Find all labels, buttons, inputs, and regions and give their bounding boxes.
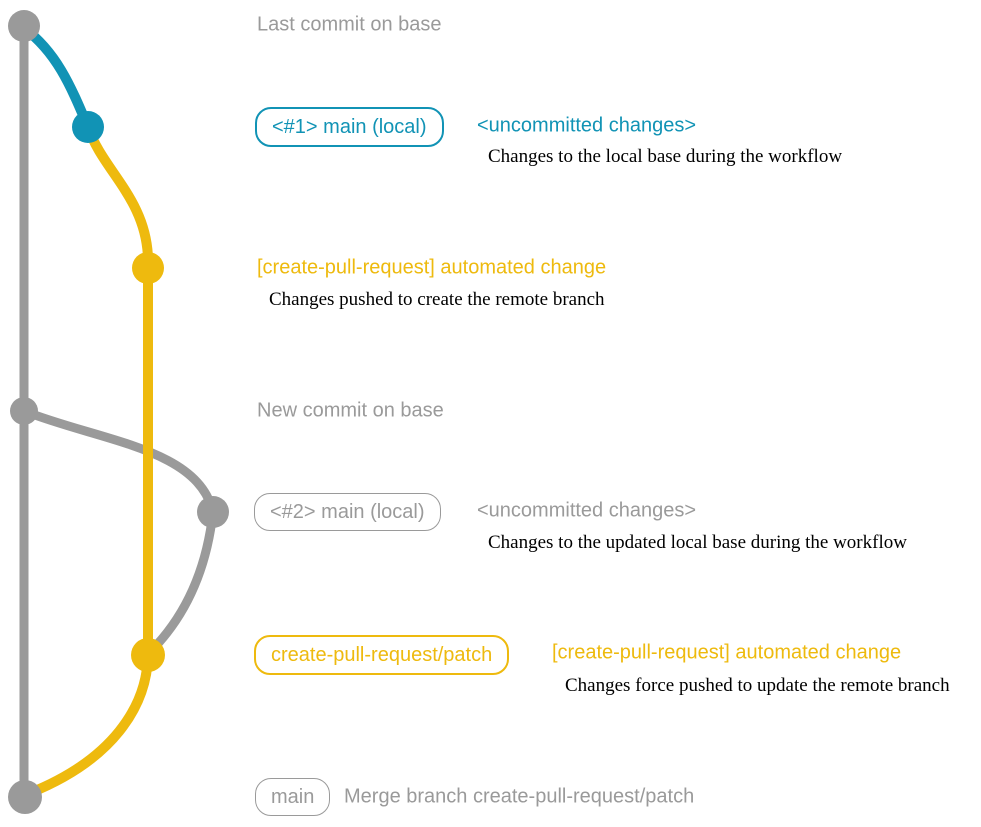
badge-main-local-2: <#2> main (local): [254, 493, 441, 531]
label-automated-change-2: [create-pull-request] automated change: [552, 641, 902, 664]
label-uncommitted-changes-2: <uncommitted changes>: [477, 499, 697, 522]
desc-local-base-changes-2: Changes to the updated local base during…: [488, 532, 907, 553]
desc-local-base-changes-1: Changes to the local base during the wor…: [488, 146, 843, 167]
desc-force-push-update-remote: Changes force pushed to update the remot…: [565, 675, 950, 696]
commit-node-new-base: [10, 397, 38, 425]
patch-branch-line: [25, 122, 153, 798]
badge-patch-branch-wrap: create-pull-request/patch: [254, 635, 510, 675]
commit-node-local-1: [72, 111, 104, 143]
rebased-local-branch-line: [19, 406, 218, 657]
label-automated-change-1: [create-pull-request] automated change: [257, 256, 607, 279]
badge-main-local-1-wrap: <#1> main (local): [255, 107, 444, 147]
badge-main-merge-wrap: main: [255, 778, 331, 816]
commit-node-automated-1: [132, 252, 164, 284]
badge-main-merge: main: [255, 778, 331, 816]
badge-main-local-2-wrap: <#2> main (local): [254, 493, 441, 531]
desc-push-create-remote: Changes pushed to create the remote bran…: [269, 289, 605, 310]
label-last-commit-on-base: Last commit on base: [257, 13, 442, 36]
local-change-branch-line: [19, 23, 93, 132]
commit-node-automated-2: [131, 638, 165, 672]
commit-node-merge: [8, 780, 42, 814]
label-new-commit-on-base: New commit on base: [257, 399, 444, 422]
commit-node-last-base: [8, 10, 40, 42]
badge-main-local-1: <#1> main (local): [255, 107, 444, 147]
label-merge-branch: Merge branch create-pull-request/patch: [344, 785, 695, 808]
label-uncommitted-changes-1: <uncommitted changes>: [477, 114, 697, 137]
commit-node-local-2: [197, 496, 229, 528]
badge-patch-branch: create-pull-request/patch: [254, 635, 510, 675]
